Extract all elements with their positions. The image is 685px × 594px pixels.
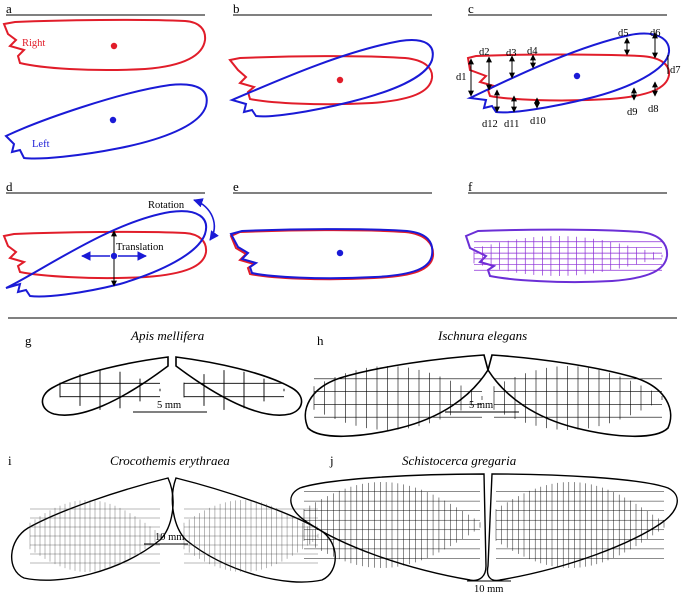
ischnura-venation [313, 366, 663, 430]
centroid-b [336, 76, 344, 84]
schistocerca-venation [303, 482, 665, 568]
panel-letter-c: c [468, 1, 474, 16]
panel-j: j Schistocerca gregaria 10 mm [290, 453, 678, 594]
right-wing-outline-e [229, 229, 435, 281]
centroid-d [110, 252, 118, 260]
species-name-i: Crocothemis erythraea [110, 453, 230, 468]
right-wing-outline-b [228, 55, 434, 106]
ischnura-left-wing [304, 354, 489, 438]
panel-a: a Right Left [2, 1, 208, 160]
panel-letter-i: i [8, 453, 12, 468]
panel-letter-a: a [6, 1, 12, 16]
left-wing-outline [4, 83, 208, 160]
left-wing-outline-e [229, 228, 434, 280]
d2-label: d2 [479, 47, 490, 58]
apis-left-wing [41, 356, 169, 416]
scale-label-h: 5 mm [469, 400, 493, 411]
d6-label: d6 [650, 28, 661, 39]
d1-label: d1 [456, 72, 467, 83]
panel-f: f [464, 179, 669, 284]
panel-e: e [229, 179, 435, 281]
species-name-g: Apis mellifera [130, 328, 205, 343]
panel-letter-d: d [6, 179, 13, 194]
panel-letter-f: f [468, 179, 473, 194]
left-wing-outline-b [228, 39, 434, 118]
panel-letter-g: g [25, 333, 32, 348]
rotation-arrow [193, 198, 219, 241]
rotation-label: Rotation [148, 200, 185, 211]
panel-c: c d1 d2 d3 d4 d5 d6 d7 d8 d9 d10 d11 d12 [456, 1, 681, 130]
apis-venation [59, 370, 285, 410]
species-name-h: Ischnura elegans [437, 328, 527, 343]
panel-letter-e: e [233, 179, 239, 194]
venation-overlay [473, 236, 663, 276]
crocothemis-venation [29, 500, 319, 572]
left-wing-centroid [109, 116, 117, 124]
d7-label: d7 [670, 65, 681, 76]
centroid-e [336, 249, 344, 257]
d8-label: d8 [648, 104, 659, 115]
right-wing-outline-d [2, 230, 208, 280]
schistocerca-right-wing [486, 473, 678, 582]
panel-d: d Translation Rotation [2, 179, 219, 298]
panel-g: g Apis mellifera 5 mm [25, 328, 303, 416]
panel-letter-j: j [329, 453, 334, 468]
ischnura-right-wing [487, 354, 672, 438]
species-name-j: Schistocerca gregaria [402, 453, 517, 468]
d11-label: d11 [504, 119, 519, 130]
right-wing-label: Right [22, 38, 45, 49]
scale-label-g: 5 mm [157, 400, 181, 411]
left-wing-outline-d [5, 210, 208, 298]
centroid-c [573, 72, 581, 80]
left-wing-label: Left [32, 139, 50, 150]
left-wing-outline-c [466, 32, 671, 114]
d10-label: d10 [530, 116, 546, 127]
apis-right-wing [175, 356, 303, 416]
venation-overlay-outline [464, 228, 669, 284]
panel-i: i Crocothemis erythraea 10 mm [8, 453, 336, 583]
crocothemis-right-wing [171, 477, 336, 583]
right-wing-outline-c [466, 53, 671, 102]
right-wing-centroid [110, 42, 118, 50]
d4-label: d4 [527, 46, 538, 57]
d9-label: d9 [627, 107, 638, 118]
crocothemis-left-wing [10, 477, 174, 581]
d5-label: d5 [618, 28, 629, 39]
right-wing-outline [2, 18, 207, 72]
scale-label-i: 10 mm [155, 532, 184, 543]
panel-letter-h: h [317, 333, 324, 348]
scale-label-j: 10 mm [474, 584, 503, 594]
translation-label: Translation [116, 242, 164, 253]
d12-label: d12 [482, 119, 498, 130]
panel-h: h Ischnura elegans 5 mm [304, 328, 672, 438]
panel-letter-b: b [233, 1, 240, 16]
panel-b: b [228, 1, 434, 118]
d3-label: d3 [506, 48, 517, 59]
